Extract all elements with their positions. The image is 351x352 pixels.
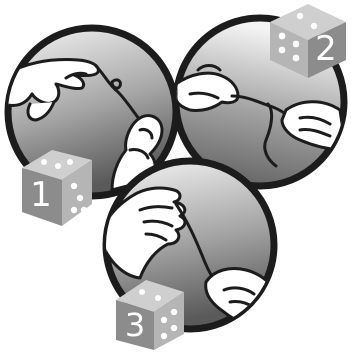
- die-label-2: 2: [315, 29, 337, 69]
- die-label-3: 3: [125, 306, 145, 344]
- die-label-1: 1: [30, 175, 52, 215]
